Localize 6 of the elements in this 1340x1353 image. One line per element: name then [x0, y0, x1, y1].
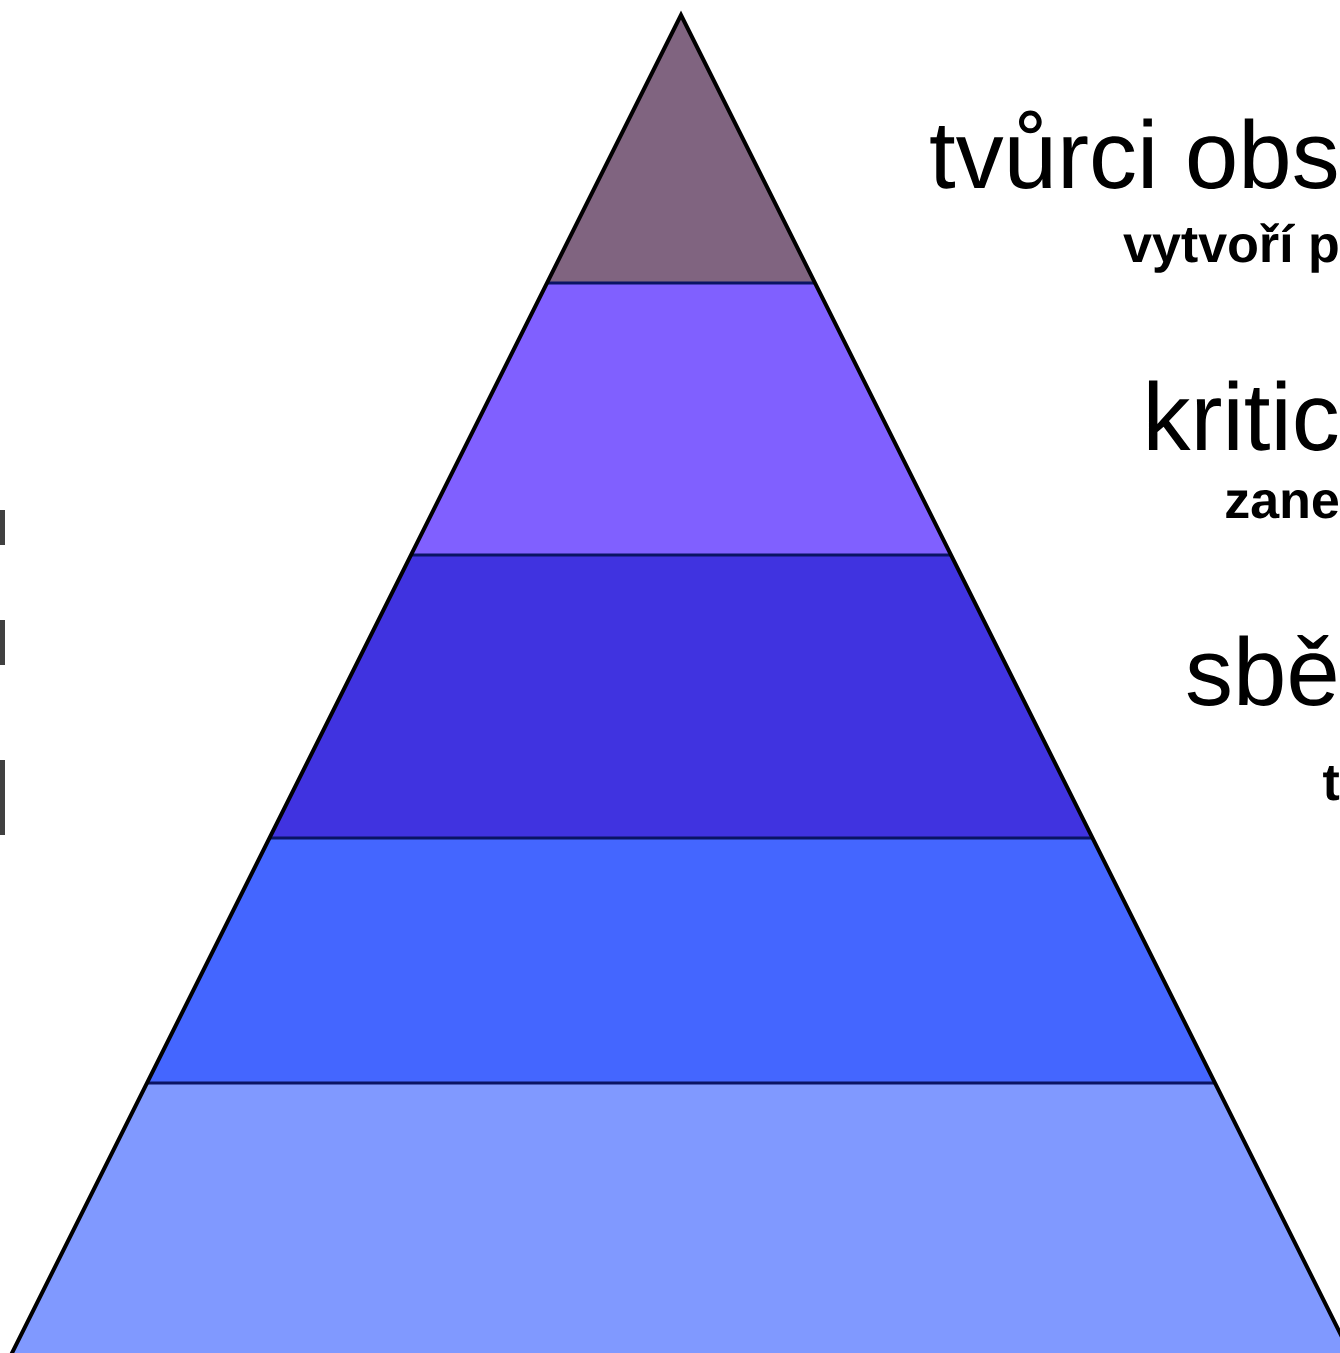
level-title: sbě — [1187, 635, 1336, 706]
subtitle-text: vytvoří p — [1123, 223, 1338, 273]
level-title: kritic — [1148, 380, 1338, 451]
level-title: tvůrci obs — [930, 110, 1337, 189]
subtitle-text: t — [1323, 766, 1340, 801]
subtitle-text: zane — [1226, 490, 1339, 519]
